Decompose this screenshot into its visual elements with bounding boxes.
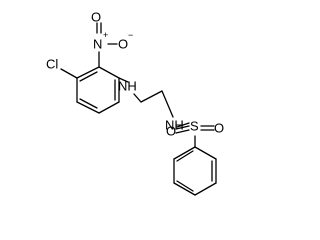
chemical-structure-diagram: O N + O − Cl NH NH S O O: [46, 10, 224, 196]
bond-nh-sulfur: [176, 122, 190, 128]
ring2-bond-1: [194, 146, 217, 160]
bond-ring-amine: [118, 77, 129, 83]
bond-ch2-sulfonamide: [161, 90, 174, 118]
ring1-bond-6-inner: [79, 71, 98, 82]
ring1-bond-4: [76, 101, 100, 114]
ring2-bond-3: [194, 182, 217, 196]
bond-amine-ch2: [133, 93, 142, 103]
chlorine-label: Cl: [46, 57, 58, 72]
sulfur-label: S: [190, 119, 199, 134]
ring2-bond-4-inner: [176, 180, 194, 192]
ring2-bond-6: [173, 146, 196, 160]
bond-sulfur-oxygen-left: [175, 125, 190, 130]
ring1-bond-3: [98, 101, 120, 114]
ring1-bond-4-inner: [79, 98, 98, 109]
bond-ring-chlorine: [60, 68, 78, 79]
bond-sulfur-oxygen-left-double: [175, 129, 190, 134]
bond-ch2-ch2: [140, 90, 163, 103]
nitro-oxygen-charge: −: [128, 30, 133, 40]
sulfonyl-oxygen-left-label: O: [166, 124, 176, 139]
ring2-bond-4: [173, 182, 196, 196]
ring1-bond-1: [98, 66, 120, 79]
sulfonyl-oxygen-right-label: O: [214, 121, 224, 136]
nitro-oxygen-top-label: O: [91, 10, 101, 25]
nitro-oxygen-right-label: O: [118, 37, 128, 52]
amine-nh-label: NH: [118, 79, 137, 94]
ring1-bond-6: [76, 66, 100, 79]
nitro-nitrogen-charge: +: [103, 30, 108, 40]
nitro-nitrogen-label: N: [93, 37, 102, 52]
ring2-bond-6-inner: [176, 150, 194, 162]
